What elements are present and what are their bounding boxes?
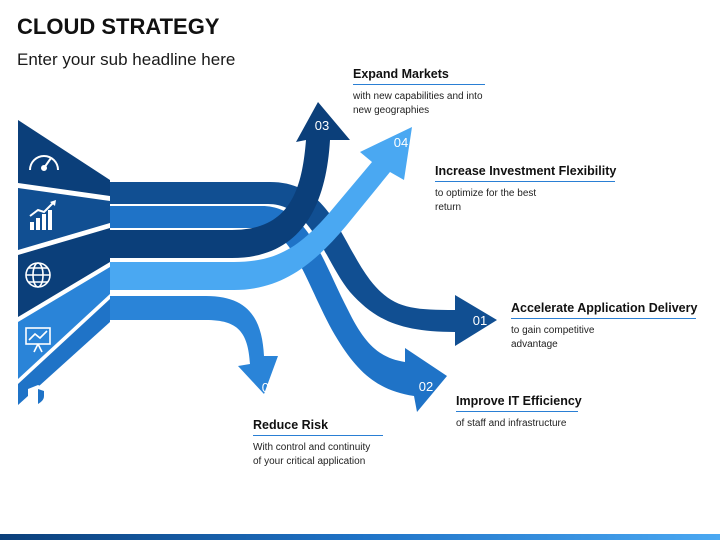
page-title: CLOUD STRATEGY [17, 14, 220, 39]
arrow-05-body [110, 296, 278, 394]
label-description: to optimize for the best return [435, 188, 537, 213]
label-application-delivery: Accelerate Application Delivery to gain … [511, 301, 698, 351]
arrow-number-04: 04 [394, 135, 408, 150]
footer-bar [0, 534, 720, 540]
label-expand-markets: Expand Markets with new capabilities and… [353, 67, 485, 117]
shield-icon [28, 385, 48, 409]
speedometer-icon [29, 155, 59, 171]
funnel-band-5 [18, 299, 110, 405]
label-title: Improve IT Efficiency [456, 394, 582, 408]
arrow-number-05: 05 [262, 380, 276, 395]
label-description: to gain competitive advantage [511, 325, 595, 350]
label-title: Accelerate Application Delivery [511, 301, 698, 315]
label-rule [511, 318, 696, 319]
label-rule [435, 181, 615, 182]
label-description: of staff and infrastructure [456, 418, 567, 429]
arrow-02-body [110, 206, 447, 412]
label-title: Reduce Risk [253, 418, 329, 432]
funnel-band-3 [18, 228, 110, 317]
growth-chart-icon [29, 200, 56, 230]
label-it-efficiency: Improve IT Efficiency of staff and infra… [456, 394, 582, 431]
arrow-number-03: 03 [315, 118, 329, 133]
arrow-01-body [110, 182, 497, 346]
arrow-number-02: 02 [419, 379, 433, 394]
arrow-number-01: 01 [473, 313, 487, 328]
page-subtitle: Enter your sub headline here [17, 50, 236, 69]
label-reduce-risk: Reduce Risk With control and continuity … [253, 418, 383, 468]
label-title: Increase Investment Flexibility [435, 164, 617, 178]
label-investment-flexibility: Increase Investment Flexibility to optim… [435, 164, 617, 214]
label-rule [456, 411, 578, 412]
funnel-band-1 [18, 120, 110, 196]
label-title: Expand Markets [353, 67, 449, 81]
label-rule [353, 84, 485, 85]
presentation-icon [25, 327, 51, 353]
funnel-band-2 [18, 188, 110, 250]
arrow-03-body [110, 102, 350, 258]
label-rule [253, 435, 383, 436]
globe-icon [25, 262, 51, 288]
arrow-04-body [110, 127, 412, 290]
label-description: with new capabilities and into new geogr… [353, 91, 483, 116]
label-description: With control and continuity of your crit… [253, 442, 371, 467]
